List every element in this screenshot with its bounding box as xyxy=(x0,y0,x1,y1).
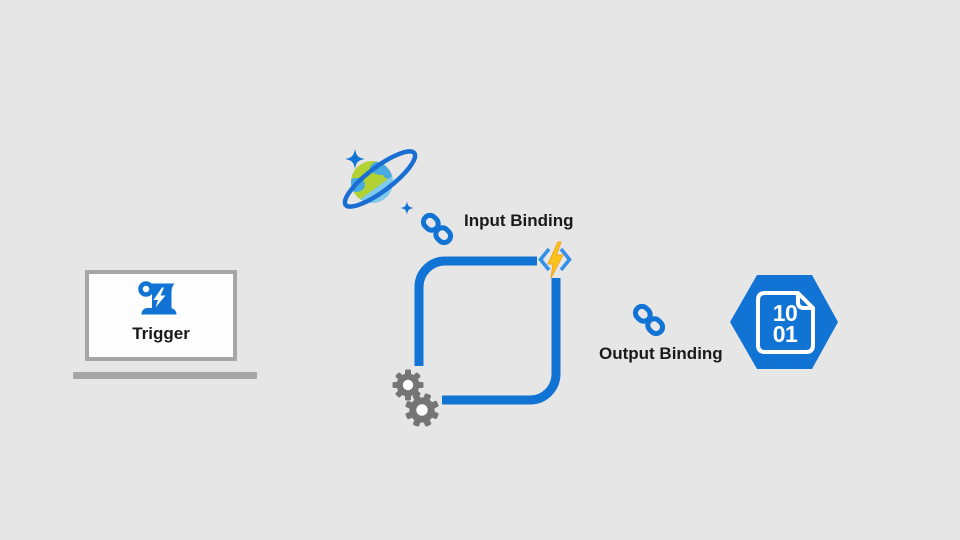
input-binding-label: Input Binding xyxy=(464,211,574,230)
input-link-icon xyxy=(420,212,454,246)
binary-document-hexagon-icon: 10 01 xyxy=(730,275,838,369)
frame-bottom-right-stroke xyxy=(442,278,561,405)
cosmos-db-planet-icon xyxy=(342,149,418,215)
sparkle-icon xyxy=(345,149,365,169)
binary-digits-line2: 01 xyxy=(773,321,798,347)
right-angle-bracket xyxy=(559,247,572,272)
output-link-icon xyxy=(632,303,666,337)
lightning-bolt-icon xyxy=(547,241,564,279)
planet-ring xyxy=(342,149,418,209)
frame-top-left-stroke xyxy=(414,256,537,366)
left-angle-bracket xyxy=(538,247,551,272)
bolt-glyph xyxy=(153,287,166,308)
document-fold xyxy=(796,293,813,310)
trigger-label: Trigger xyxy=(132,324,190,343)
gear-large xyxy=(405,393,439,427)
scroll-roll xyxy=(141,308,177,315)
laptop-base xyxy=(73,372,257,379)
gear-small xyxy=(392,369,424,401)
script-scroll-bolt-icon xyxy=(138,281,177,315)
function-frame xyxy=(414,256,561,405)
binary-digits-line1: 10 xyxy=(773,300,798,326)
code-brackets-bolt-icon xyxy=(538,241,572,279)
document-outline xyxy=(756,291,815,354)
gears-icon xyxy=(392,369,439,427)
output-binding-label: Output Binding xyxy=(599,344,723,363)
sparkle-icon xyxy=(400,201,414,215)
